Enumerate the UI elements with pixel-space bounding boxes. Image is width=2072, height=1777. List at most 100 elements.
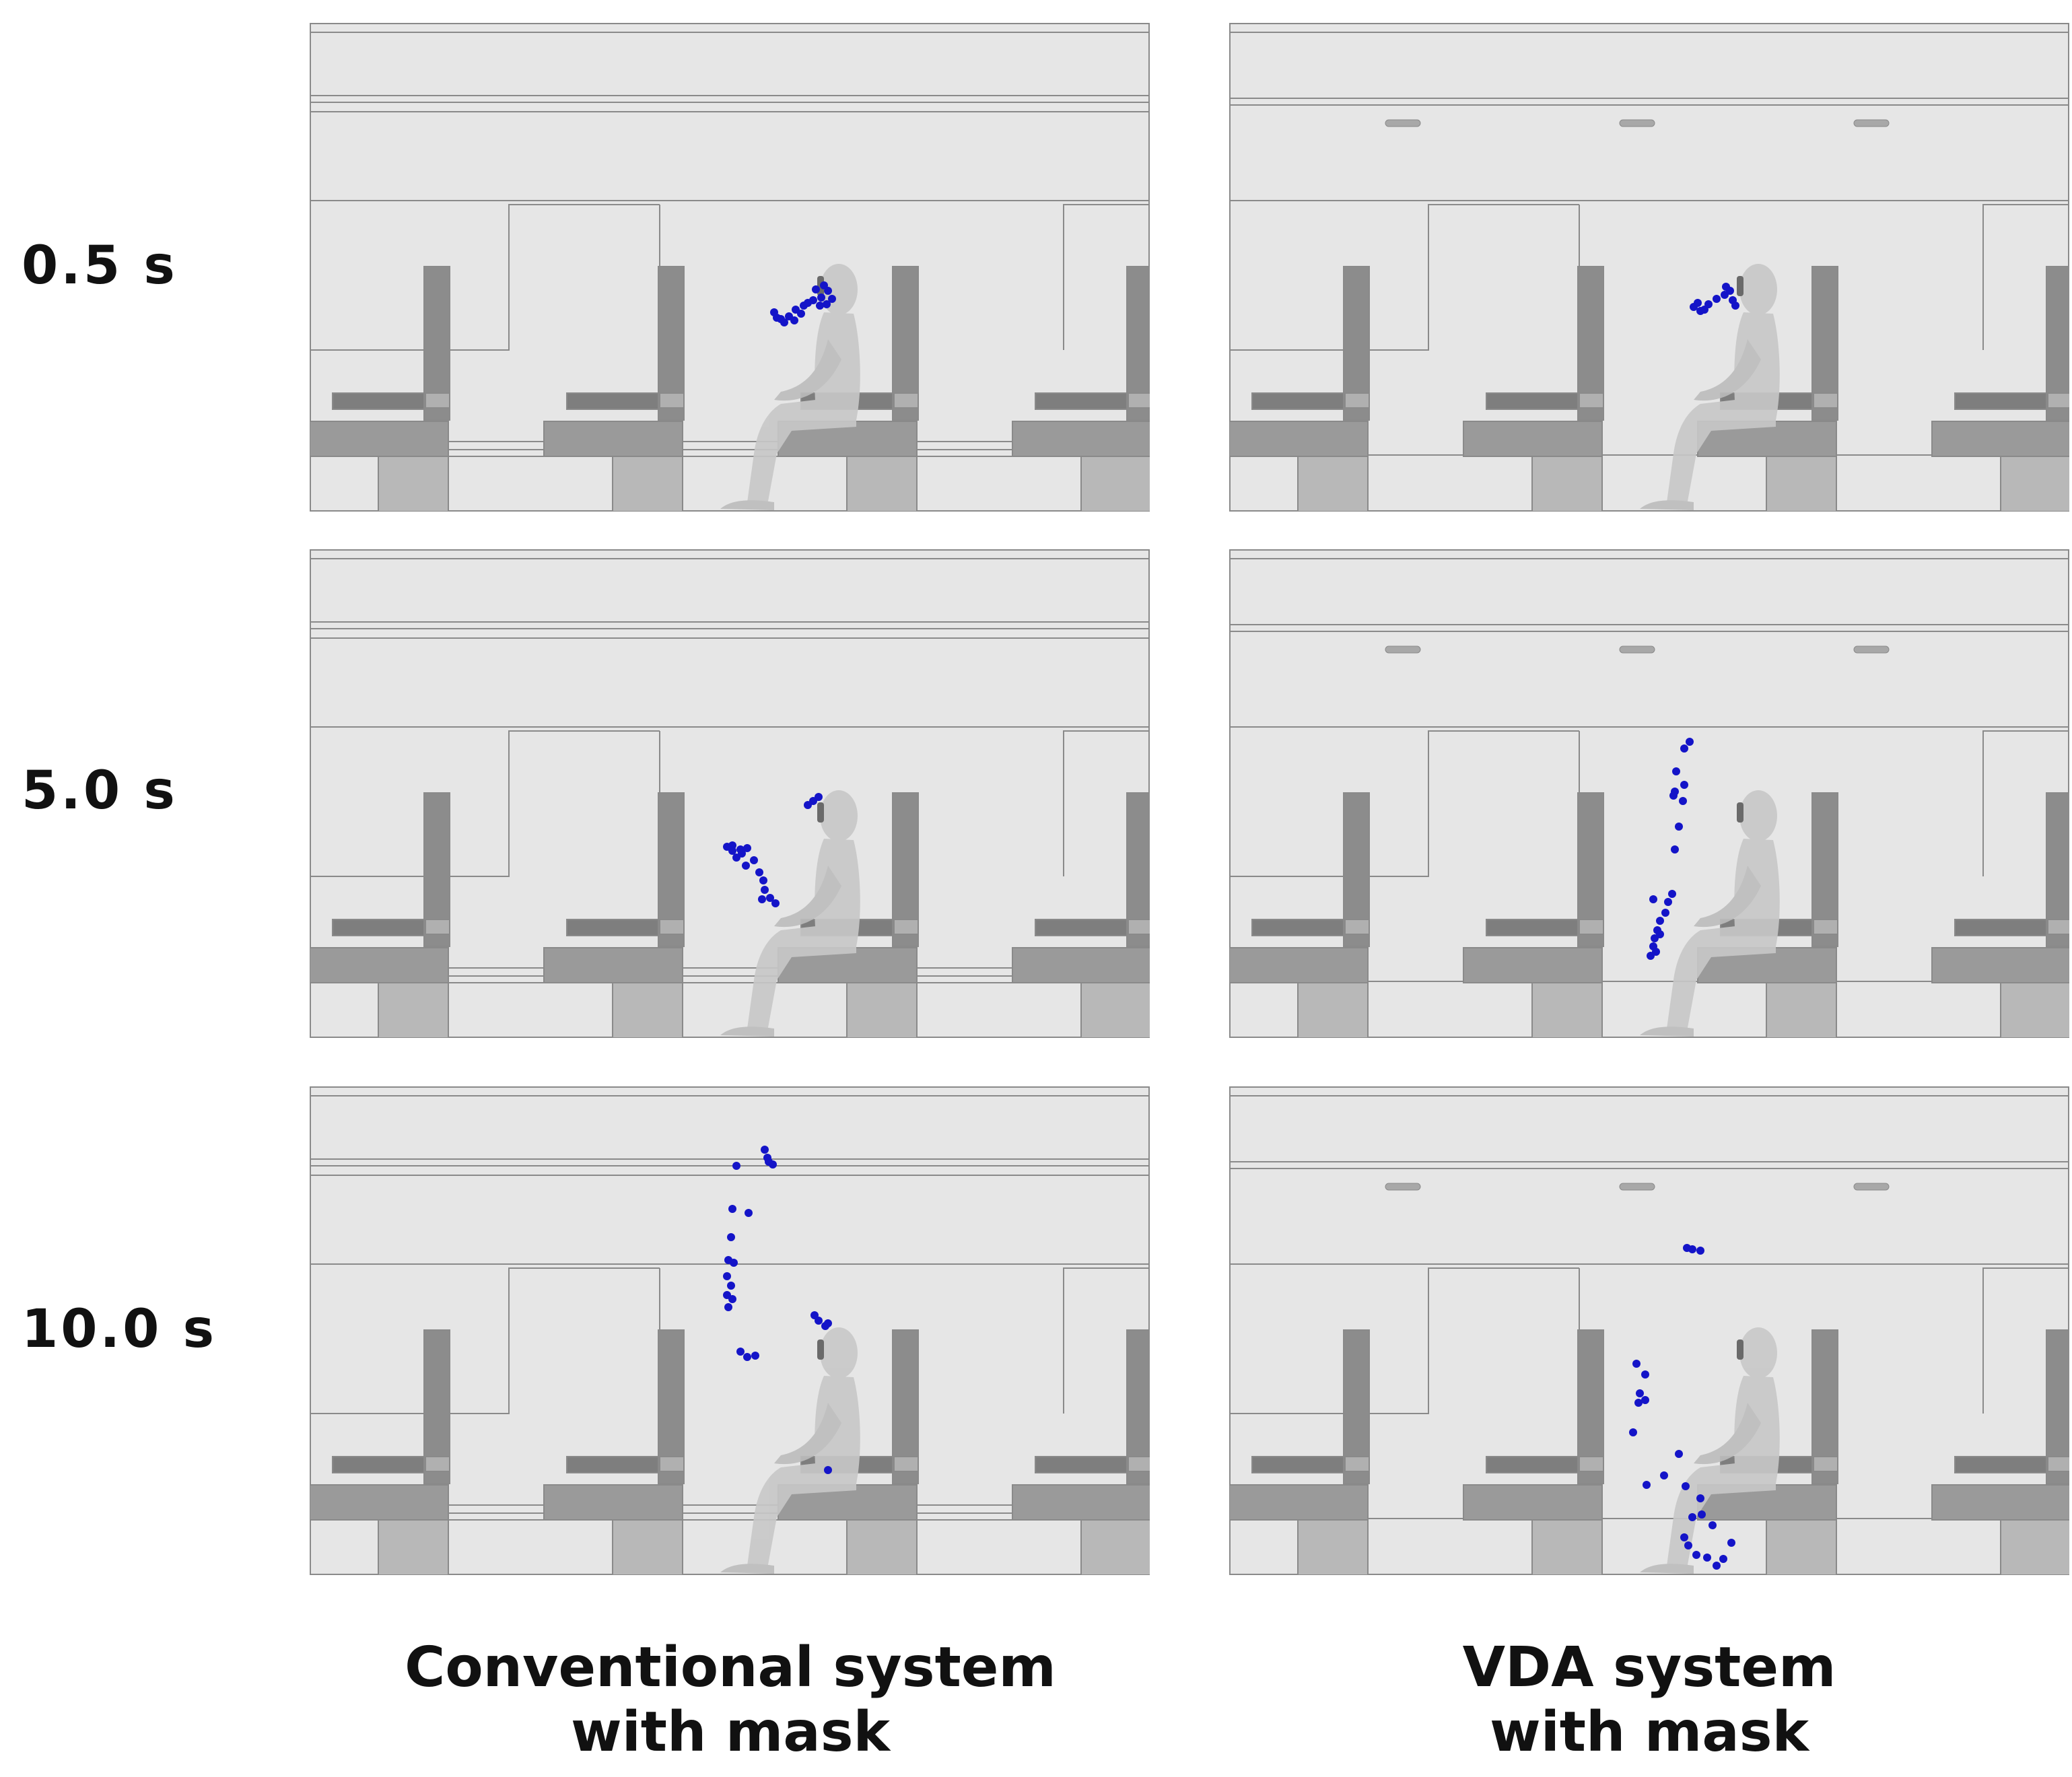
column-label-vda: VDA system with mask xyxy=(1212,1636,2072,1765)
passenger-arm xyxy=(774,339,841,401)
seat-joint xyxy=(659,1456,685,1472)
face-mask xyxy=(1737,1339,1743,1360)
seat-joint xyxy=(1813,392,1838,409)
cabin-scene xyxy=(310,1086,1150,1575)
seat-cushion xyxy=(1229,421,1369,457)
window-frame xyxy=(1063,730,1150,876)
aerosol-particle xyxy=(730,1259,738,1267)
armrest xyxy=(332,392,427,410)
aerosol-particle xyxy=(743,1353,751,1361)
face-mask xyxy=(817,802,824,823)
aerosol-particle xyxy=(773,314,781,322)
aerosol-particle xyxy=(743,844,751,852)
ceiling-diffuser xyxy=(1853,119,1890,127)
window-frame xyxy=(1982,1267,2069,1414)
passenger-head xyxy=(1739,264,1777,315)
aerosol-particle xyxy=(1669,792,1678,800)
armrest xyxy=(1486,1456,1581,1473)
row-label-10-0s: 10.0 s xyxy=(22,1299,217,1360)
seat xyxy=(543,266,685,512)
aerosol-particle xyxy=(738,849,746,858)
aerosol-particle xyxy=(817,293,825,302)
window-frame xyxy=(1982,204,2069,350)
aerosol-particle xyxy=(820,281,828,289)
aerosol-particle xyxy=(815,1317,823,1325)
aerosol-particle xyxy=(815,793,823,801)
passenger-legs xyxy=(747,400,856,505)
seat-joint xyxy=(893,919,919,935)
cabin-scene xyxy=(1229,549,2069,1038)
window-frame xyxy=(310,204,660,351)
ceiling-diffuser xyxy=(1385,1183,1421,1191)
passenger-head xyxy=(820,790,858,841)
passenger-legs xyxy=(1667,400,1776,505)
window-frame xyxy=(1063,204,1150,350)
column-title-line1: Conventional system xyxy=(405,1636,1056,1700)
seat-joint xyxy=(1813,1456,1838,1472)
seat xyxy=(1229,266,1370,512)
aerosol-particle xyxy=(1713,1562,1721,1570)
panel-vda-5-0s xyxy=(1229,549,2069,1038)
aerosol-particle xyxy=(728,841,736,849)
aerosol-particle xyxy=(745,1209,753,1217)
ceiling-diffuser xyxy=(1385,646,1421,654)
aerosol-particle xyxy=(1680,781,1688,789)
aerosol-particle xyxy=(1680,744,1688,753)
seat-joint xyxy=(425,919,450,935)
passenger-silhouette xyxy=(1640,1327,1780,1574)
seat-cushion xyxy=(310,421,449,457)
aerosol-particle xyxy=(1672,767,1680,775)
cabin-scene xyxy=(1229,23,2069,512)
face-mask xyxy=(817,1339,824,1360)
window-frame xyxy=(1229,730,1579,877)
column-title-line1: VDA system xyxy=(1462,1636,1836,1700)
aerosol-particle xyxy=(1649,895,1657,903)
armrest xyxy=(1251,392,1347,410)
seat xyxy=(1931,1329,2069,1575)
row-label-5-0s: 5.0 s xyxy=(22,761,178,821)
aerosol-particle xyxy=(1694,299,1702,307)
aerosol-particle xyxy=(1713,295,1721,303)
seat xyxy=(1012,1329,1150,1575)
seat-cushion xyxy=(543,947,683,983)
ceiling-diffuser xyxy=(1385,119,1421,127)
armrest xyxy=(1251,919,1347,936)
passenger-arm xyxy=(774,866,841,928)
seat-cushion xyxy=(1012,947,1150,983)
aerosol-particle xyxy=(1675,823,1683,831)
aerosol-particle xyxy=(1629,1428,1637,1436)
aerosol-particle xyxy=(732,1162,740,1170)
aerosol-particle xyxy=(1652,948,1660,956)
window-frame xyxy=(310,1267,660,1414)
aerosol-particle xyxy=(1664,898,1672,906)
aerosol-particle xyxy=(828,295,836,303)
passenger-silhouette xyxy=(720,1327,860,1574)
aerosol-particle xyxy=(790,316,798,324)
panel-vda-0-5s xyxy=(1229,23,2069,512)
aerosol-particle xyxy=(1698,1510,1706,1519)
aerosol-particle xyxy=(780,318,788,326)
aerosol-particle xyxy=(797,310,805,318)
window-frame xyxy=(1229,204,1579,351)
passenger-arm xyxy=(774,1403,841,1465)
window-frame xyxy=(1229,1267,1579,1414)
seat xyxy=(1012,266,1150,512)
passenger-head xyxy=(1739,1327,1777,1379)
window-frame xyxy=(1063,1267,1150,1414)
cabin-scene xyxy=(310,23,1150,512)
armrest xyxy=(1486,392,1581,410)
seat-cushion xyxy=(1931,421,2069,457)
aerosol-particle xyxy=(1688,1245,1696,1253)
aerosol-particle xyxy=(1696,1247,1704,1255)
ceiling-diffuser xyxy=(1619,646,1655,654)
aerosol-particle xyxy=(1679,797,1687,805)
cabin-scene xyxy=(1229,1086,2069,1575)
passenger-silhouette xyxy=(720,790,860,1037)
armrest xyxy=(566,919,662,936)
seat-joint xyxy=(1344,1456,1370,1472)
aerosol-particle xyxy=(816,302,824,310)
aerosol-particle xyxy=(1719,1555,1727,1563)
aerosol-particle xyxy=(758,895,766,903)
aerosol-particle xyxy=(823,300,831,308)
aerosol-particle xyxy=(728,1295,736,1303)
